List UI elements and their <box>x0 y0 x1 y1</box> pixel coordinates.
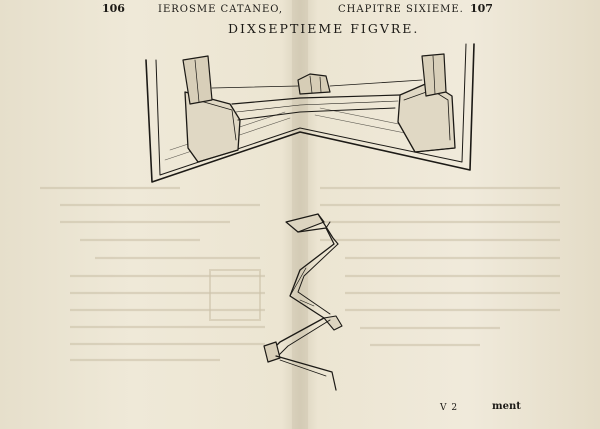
left-running-head: IEROSME CATANEO, <box>158 4 284 15</box>
catchword: ment <box>492 401 521 412</box>
left-page-number: 106 <box>102 2 125 15</box>
right-page-number: 107 <box>470 2 493 15</box>
right-running-head: CHAPITRE SIXIEME. <box>338 4 464 15</box>
figure-title: DIXSEPTIEME FIGVRE. <box>228 21 420 36</box>
signature-mark: V 2 <box>440 403 459 413</box>
